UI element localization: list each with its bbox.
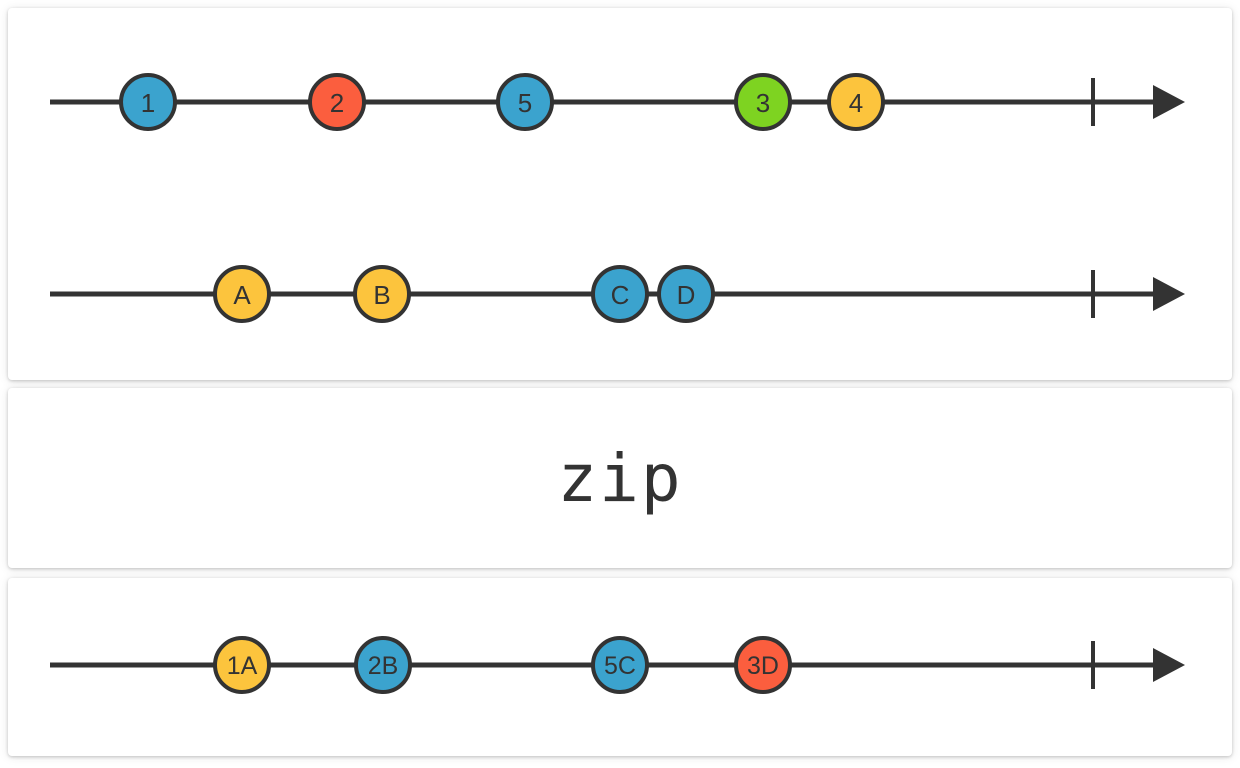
marble-circle xyxy=(734,73,792,131)
marble-label: 3 xyxy=(756,88,770,118)
input-timeline-1[interactable]: 1 2 5 3 4 xyxy=(8,8,1232,208)
marble[interactable]: 3 xyxy=(734,73,792,131)
marble[interactable]: 1 xyxy=(119,73,177,131)
marble-circle xyxy=(354,636,412,694)
marble-label: 1 xyxy=(141,88,155,118)
marble[interactable]: 2B xyxy=(354,636,412,694)
marble-circle xyxy=(734,636,792,694)
marble-circle xyxy=(213,636,271,694)
marble[interactable]: 5 xyxy=(496,73,554,131)
marble-circle xyxy=(353,265,411,323)
marble-circle xyxy=(591,265,649,323)
marble-label: 5C xyxy=(604,652,636,680)
marble-label: 2B xyxy=(368,652,399,680)
input-timelines-card: 1 2 5 3 4 A B C D xyxy=(8,8,1232,380)
marble-label: 3D xyxy=(747,652,779,680)
timeline-arrow-icon xyxy=(1153,648,1185,682)
output-timeline[interactable]: 1A 2B 5C 3D xyxy=(8,578,1232,756)
marble-label: D xyxy=(677,280,696,310)
marble-circle xyxy=(827,73,885,131)
marble-label: 1A xyxy=(227,652,258,680)
marble[interactable]: 2 xyxy=(308,73,366,131)
marble[interactable]: 3D xyxy=(734,636,792,694)
marble[interactable]: A xyxy=(213,265,271,323)
timeline-arrow-icon xyxy=(1153,277,1185,311)
marble[interactable]: 4 xyxy=(827,73,885,131)
marble-circle xyxy=(308,73,366,131)
marble[interactable]: B xyxy=(353,265,411,323)
marble[interactable]: C xyxy=(591,265,649,323)
output-timeline-card: 1A 2B 5C 3D xyxy=(8,578,1232,756)
timeline-arrow-icon xyxy=(1153,85,1185,119)
marble-label: 4 xyxy=(849,88,863,118)
operator-name-label: zip xyxy=(557,439,683,517)
marble-circle xyxy=(213,265,271,323)
marble[interactable]: 1A xyxy=(213,636,271,694)
marble-label: B xyxy=(373,280,390,310)
marble-label: A xyxy=(233,280,251,310)
marble-circle xyxy=(119,73,177,131)
marble-circle xyxy=(591,636,649,694)
marble[interactable]: D xyxy=(657,265,715,323)
marble-label: 5 xyxy=(518,88,532,118)
marble-circle xyxy=(657,265,715,323)
operator-card: zip xyxy=(8,388,1232,568)
input-timeline-2[interactable]: A B C D xyxy=(8,200,1232,400)
marble-label: C xyxy=(611,280,630,310)
marble-label: 2 xyxy=(330,88,344,118)
marble-circle xyxy=(496,73,554,131)
marble[interactable]: 5C xyxy=(591,636,649,694)
